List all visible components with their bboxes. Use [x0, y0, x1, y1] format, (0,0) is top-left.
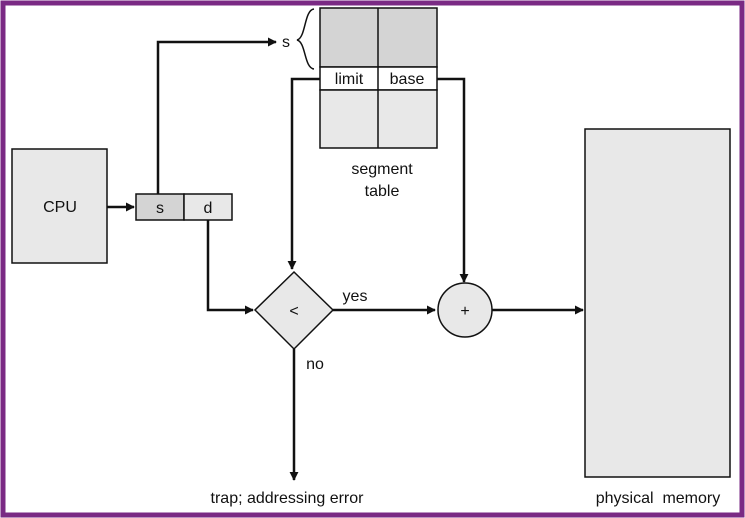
no-label: no — [306, 356, 324, 373]
d-to-compare-arrow — [206, 220, 254, 315]
base-to-adder-arrow — [437, 77, 469, 283]
cpu-box — [11, 148, 108, 264]
cpu-label: CPU — [43, 199, 77, 216]
address-d-field — [183, 193, 233, 221]
physical-memory-box — [584, 128, 731, 478]
s-to-table-arrow — [156, 37, 277, 194]
segment-table-caption-line2: table — [365, 183, 400, 200]
adder-symbol: + — [460, 303, 469, 320]
limit-to-compare-arrow — [287, 77, 320, 270]
segment-brace — [296, 8, 315, 70]
segment-table-caption-line1: segment — [351, 161, 413, 178]
physical-memory-label: physical memory — [596, 490, 720, 507]
yes-label: yes — [343, 288, 368, 305]
compare-symbol: < — [289, 303, 298, 320]
trap-label: trap; addressing error — [211, 490, 365, 507]
address-d-label: d — [204, 200, 213, 217]
address-s-label: s — [156, 200, 164, 217]
segment-selector-label: s — [282, 34, 290, 51]
limit-label: limit — [335, 71, 364, 88]
base-label: base — [390, 71, 425, 88]
